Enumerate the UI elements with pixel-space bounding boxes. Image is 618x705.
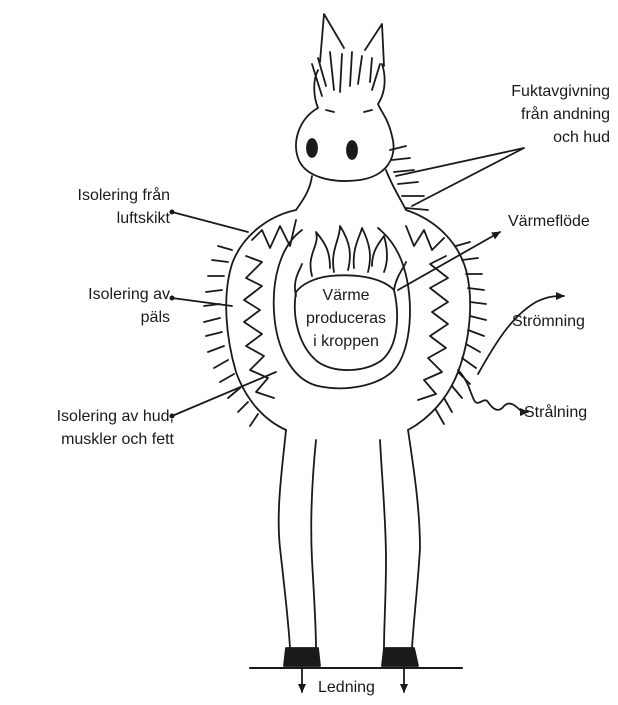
nostril-right bbox=[347, 141, 357, 159]
label-stralning: Strålning bbox=[524, 401, 587, 424]
label-pals-line2: päls bbox=[20, 306, 170, 329]
nostril-left bbox=[307, 139, 317, 157]
hoof-right bbox=[382, 648, 418, 666]
label-hud-line2: muskler och fett bbox=[8, 428, 174, 451]
label-varme-produceras: Värme produceras i kroppen bbox=[290, 284, 402, 353]
luft-leader bbox=[172, 212, 248, 232]
leg-front-right bbox=[380, 430, 420, 648]
neck bbox=[296, 170, 406, 210]
label-fukt-line1: Fuktavgivning bbox=[430, 80, 610, 103]
label-ledning: Ledning bbox=[318, 676, 375, 699]
label-hud-line1: Isolering av hud, bbox=[8, 405, 174, 428]
insulation-zigzag-left bbox=[244, 220, 296, 398]
fukt-leader bbox=[396, 148, 524, 206]
forelock bbox=[312, 52, 380, 96]
label-isolering-pals: Isolering av päls bbox=[20, 283, 170, 329]
fur-right bbox=[436, 242, 486, 424]
pals-leader bbox=[172, 298, 232, 306]
label-varmeflode: Värmeflöde bbox=[508, 210, 590, 233]
label-pals-line1: Isolering av bbox=[20, 283, 170, 306]
label-stromning: Strömning bbox=[512, 310, 585, 333]
label-center-line1: Värme bbox=[290, 284, 402, 307]
ear-right bbox=[365, 24, 384, 66]
label-fukt-line2: från andning bbox=[430, 103, 610, 126]
ear-left bbox=[320, 14, 344, 62]
horse-head bbox=[296, 64, 393, 181]
label-fukt-line3: och hud bbox=[430, 126, 610, 149]
stromning-arrow bbox=[478, 296, 564, 374]
label-fuktavgivning: Fuktavgivning från andning och hud bbox=[430, 80, 610, 149]
label-luft-line2: luftskikt bbox=[20, 207, 170, 230]
leg-front-left bbox=[279, 430, 316, 648]
stralning-arrow bbox=[458, 370, 528, 412]
insulation-zigzag-right bbox=[406, 226, 448, 400]
label-center-line2: produceras bbox=[290, 307, 402, 330]
label-isolering-luftskikt: Isolering från luftskikt bbox=[20, 184, 170, 230]
varmeflode-arrow bbox=[398, 232, 500, 290]
label-luft-line1: Isolering från bbox=[20, 184, 170, 207]
label-center-line3: i kroppen bbox=[290, 330, 402, 353]
label-isolering-hud: Isolering av hud, muskler och fett bbox=[8, 405, 174, 451]
